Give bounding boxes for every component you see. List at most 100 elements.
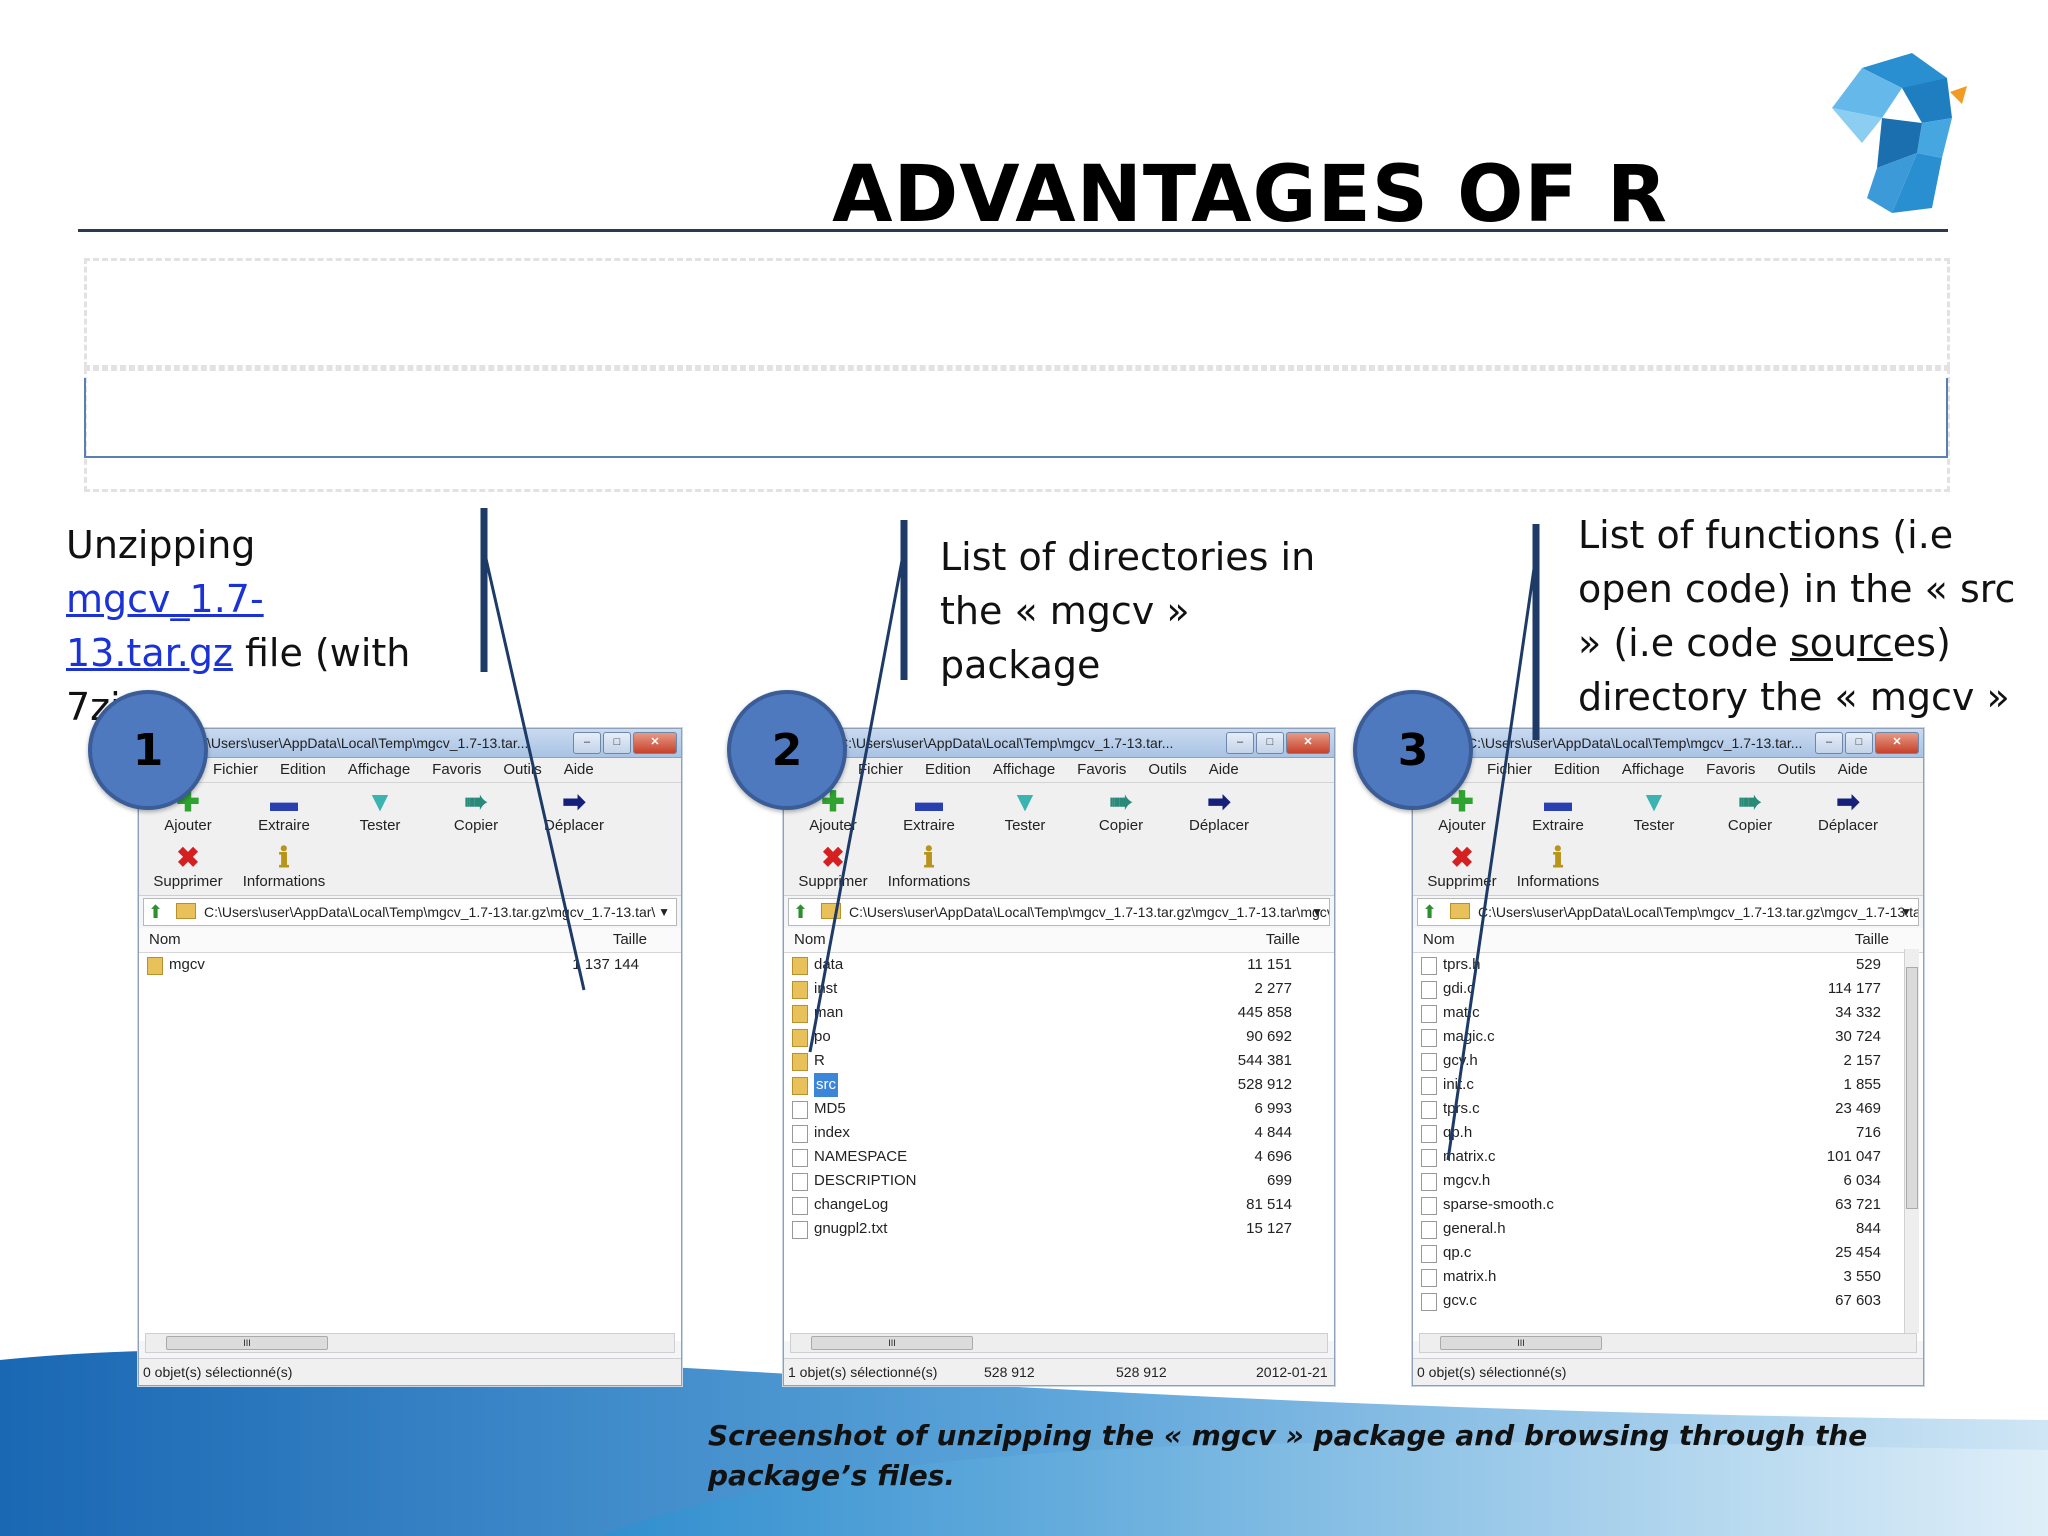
- column-name[interactable]: Nom: [149, 931, 181, 948]
- maximize-button[interactable]: □: [1845, 732, 1873, 754]
- menu-item-fichier[interactable]: Fichier: [858, 761, 904, 778]
- delete-button[interactable]: ✖Supprimer: [788, 843, 878, 891]
- content-frame: [84, 378, 1948, 458]
- close-button[interactable]: ✕: [1286, 732, 1330, 754]
- column-name[interactable]: Nom: [794, 931, 826, 948]
- close-button[interactable]: ✕: [1875, 732, 1919, 754]
- horizontal-scrollbar[interactable]: III: [790, 1333, 1328, 1353]
- copy-button[interactable]: ➠Copier: [1076, 787, 1166, 835]
- archive-filename-link[interactable]: mgcv_1.7-13.tar.gz: [66, 577, 264, 675]
- delete-button[interactable]: ✖Supprimer: [143, 843, 233, 891]
- menu-item-edition[interactable]: Edition: [1554, 761, 1600, 778]
- address-bar[interactable]: ⬆C:\Users\user\AppData\Local\Temp\mgcv_1…: [143, 898, 677, 926]
- menu-item-favoris[interactable]: Favoris: [1706, 761, 1756, 778]
- test-button[interactable]: ▼Tester: [1609, 787, 1699, 835]
- maximize-button[interactable]: □: [1256, 732, 1284, 754]
- menu-item-outils[interactable]: Outils: [1148, 761, 1187, 778]
- delete-button[interactable]: ✖Supprimer: [1417, 843, 1507, 891]
- maximize-button[interactable]: □: [603, 732, 631, 754]
- address-dropdown-icon[interactable]: ▼: [1311, 905, 1323, 919]
- column-size[interactable]: Taille: [1854, 931, 1889, 948]
- file-icon: [792, 1221, 808, 1239]
- menu-item-favoris[interactable]: Favoris: [432, 761, 482, 778]
- column-name[interactable]: Nom: [1423, 931, 1455, 948]
- horizontal-scroll-thumb[interactable]: III: [811, 1336, 973, 1350]
- minimize-button[interactable]: –: [1815, 732, 1843, 754]
- up-folder-icon[interactable]: ⬆: [148, 902, 164, 922]
- column-size[interactable]: Taille: [1265, 931, 1300, 948]
- menu-item-edition[interactable]: Edition: [925, 761, 971, 778]
- close-button[interactable]: ✕: [633, 732, 677, 754]
- menu-item-fichier[interactable]: Fichier: [1487, 761, 1533, 778]
- copy-button[interactable]: ➠Copier: [1705, 787, 1795, 835]
- menu-item-favoris[interactable]: Favoris: [1077, 761, 1127, 778]
- minimize-button[interactable]: –: [573, 732, 601, 754]
- menu-item-edition[interactable]: Edition: [280, 761, 326, 778]
- address-bar[interactable]: ⬆C:\Users\user\AppData\Local\Temp\mgcv_1…: [1417, 898, 1919, 926]
- menu-item-affichage[interactable]: Affichage: [992, 761, 1056, 778]
- file-size: 67 603: [1835, 1292, 1881, 1309]
- vertical-scrollbar[interactable]: [1904, 949, 1919, 1333]
- test-button[interactable]: ▼Tester: [335, 787, 425, 835]
- move-button[interactable]: ➡Déplacer: [1803, 787, 1893, 835]
- test-button[interactable]: ▼Tester: [980, 787, 1070, 835]
- minimize-button[interactable]: –: [1226, 732, 1254, 754]
- extract-button[interactable]: ▬Extraire: [884, 787, 974, 835]
- menu-item-outils[interactable]: Outils: [1777, 761, 1816, 778]
- extract-button[interactable]: ▬Extraire: [1513, 787, 1603, 835]
- menu-item-affichage[interactable]: Affichage: [347, 761, 411, 778]
- vertical-scroll-thumb[interactable]: [1906, 967, 1918, 1209]
- menu-item-outils[interactable]: Outils: [503, 761, 542, 778]
- extract-button[interactable]: ▬Extraire: [239, 787, 329, 835]
- address-bar[interactable]: ⬆C:\Users\user\AppData\Local\Temp\mgcv_1…: [788, 898, 1330, 926]
- horizontal-scroll-thumb[interactable]: III: [166, 1336, 328, 1350]
- move-button[interactable]: ➡Déplacer: [1174, 787, 1264, 835]
- menu-item-aide[interactable]: Aide: [1208, 761, 1239, 778]
- horizontal-scrollbar[interactable]: III: [145, 1333, 675, 1353]
- menu-item-affichage[interactable]: Affichage: [1621, 761, 1685, 778]
- menu-item-aide[interactable]: Aide: [1837, 761, 1868, 778]
- copy-button[interactable]: ➠Copier: [431, 787, 521, 835]
- up-folder-icon[interactable]: ⬆: [1422, 902, 1438, 922]
- menu-item-fichier[interactable]: Fichier: [213, 761, 259, 778]
- move-button[interactable]: ➡Déplacer: [529, 787, 619, 835]
- address-dropdown-icon[interactable]: ▼: [1900, 905, 1912, 919]
- up-folder-icon[interactable]: ⬆: [793, 902, 809, 922]
- horizontal-scroll-thumb[interactable]: III: [1440, 1336, 1602, 1350]
- horizontal-scrollbar[interactable]: III: [1419, 1333, 1917, 1353]
- address-dropdown-icon[interactable]: ▼: [658, 905, 670, 919]
- column-size[interactable]: Taille: [612, 931, 647, 948]
- menu-item-aide[interactable]: Aide: [563, 761, 594, 778]
